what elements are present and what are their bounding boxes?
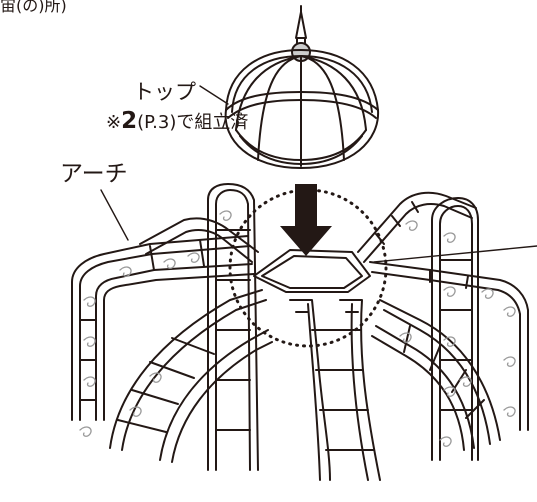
top-label: トップ (133, 80, 196, 104)
dome-top (224, 5, 380, 169)
note-prefix: ※ (106, 112, 122, 133)
note-rest: (P.3)で組立済 (137, 112, 249, 133)
top-leader-line (199, 85, 229, 105)
side-leader-line (373, 245, 537, 263)
arch-leader-line (100, 189, 129, 241)
connection-highlight-circle (228, 188, 388, 348)
header-fragment: 宙(の)所) (0, 0, 67, 15)
note-number: 2 (121, 108, 138, 134)
arch-structure (71, 183, 529, 481)
arch-label: アーチ (60, 161, 128, 187)
top-note: ※2(P.3)で組立済 (106, 110, 248, 133)
scroll-ornaments (79, 210, 516, 447)
down-arrow-icon (280, 184, 332, 256)
